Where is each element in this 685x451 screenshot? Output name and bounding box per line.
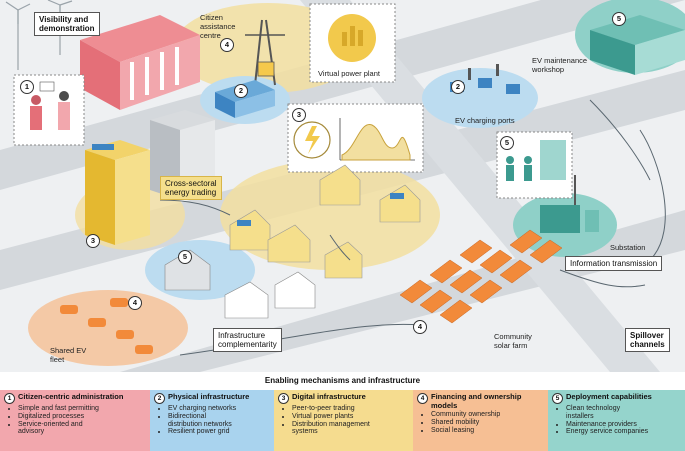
panel-title: Physical infrastructure <box>168 392 250 401</box>
trading-card <box>287 103 424 173</box>
enabling-title: Enabling mechanisms and infrastructure <box>264 376 421 385</box>
badge-2-storage: 2 <box>234 84 248 98</box>
citizen-assistance-centre <box>80 15 200 110</box>
panel-item: Clean technology installers <box>566 405 681 421</box>
substation <box>540 175 599 233</box>
panel-item: Maintenance providers <box>566 421 681 429</box>
retrofit-houses <box>164 249 316 319</box>
panel-item: EV charging networks <box>168 405 270 413</box>
label-ev-maintenance: EV maintenance workshop <box>532 56 588 74</box>
panel-item: Service-oriented and advisory <box>18 421 146 437</box>
panel-title: Financing and ownership models <box>431 392 522 410</box>
label-infrastructure-complementarity: Infrastructure complementarity <box>213 328 282 352</box>
label-cross-sectoral: Cross-sectoral energy trading <box>160 176 222 200</box>
badge-3-tower: 3 <box>86 234 100 248</box>
panel-item: Peer-to-peer trading <box>292 405 409 413</box>
panel-item: Bidirectional distribution networks <box>168 413 270 429</box>
label-shared-ev-fleet: Shared EV fleet <box>50 346 87 364</box>
badge-2-ev-charging: 2 <box>451 80 465 94</box>
badge-4-shared-ev: 4 <box>128 296 142 310</box>
community-solar-farm <box>399 229 563 324</box>
label-visibility: Visibility and demonstration <box>34 12 100 36</box>
label-virtual-power-plant: Virtual power plant <box>318 69 380 78</box>
community-houses <box>229 164 421 279</box>
panel-item: Simple and fast permitting <box>18 405 146 413</box>
maintenance-workshop <box>590 15 685 75</box>
panel-item: Energy service companies <box>566 428 681 436</box>
panel-number: 4 <box>417 393 428 404</box>
badge-3-trading: 3 <box>292 108 306 122</box>
wind-turbines <box>5 0 73 70</box>
badge-5-deployment: 5 <box>500 136 514 150</box>
panel-item: Resilient power grid <box>168 428 270 436</box>
label-spillover: Spillover channels <box>625 328 670 352</box>
panel-number: 3 <box>278 393 289 404</box>
panel-item: Distribution management systems <box>292 421 409 437</box>
city-energy-scene <box>0 0 685 372</box>
panel-item: Community ownership <box>431 411 544 419</box>
label-citizen-centre: Citizen assistance centre <box>200 13 236 40</box>
panel-number: 2 <box>154 393 165 404</box>
panel-item: Social leasing <box>431 427 544 435</box>
panel-number: 1 <box>4 393 15 404</box>
flow-arrows <box>159 99 666 356</box>
panel-item: Virtual power plants <box>292 413 409 421</box>
panel-title: Digital infrastructure <box>292 392 366 401</box>
badge-4-vpp: 4 <box>220 38 234 52</box>
vpp-pylon <box>245 19 285 86</box>
panel-item: Shared mobility <box>431 419 544 427</box>
road-cross <box>300 0 660 372</box>
deployment-card <box>496 131 573 199</box>
badge-5-retrofit: 5 <box>178 250 192 264</box>
panel-title: Citizen-centric administration <box>18 392 124 401</box>
label-information-transmission: Information transmission <box>565 256 663 271</box>
panel-number: 5 <box>552 393 563 404</box>
residential-tower <box>85 140 150 245</box>
label-substation: Substation <box>610 243 646 252</box>
badge-1-citizen: 1 <box>20 80 34 94</box>
vpp-card <box>309 3 396 83</box>
panel-item: Digitalized processes <box>18 413 146 421</box>
shared-evs <box>60 298 153 354</box>
badge-4-solar: 4 <box>413 320 427 334</box>
badge-5-maintenance: 5 <box>612 12 626 26</box>
label-ev-charging: EV charging ports <box>455 116 515 125</box>
label-community-solar: Community solar farm <box>494 332 532 350</box>
panel-title: Deployment capabilities <box>566 392 652 401</box>
